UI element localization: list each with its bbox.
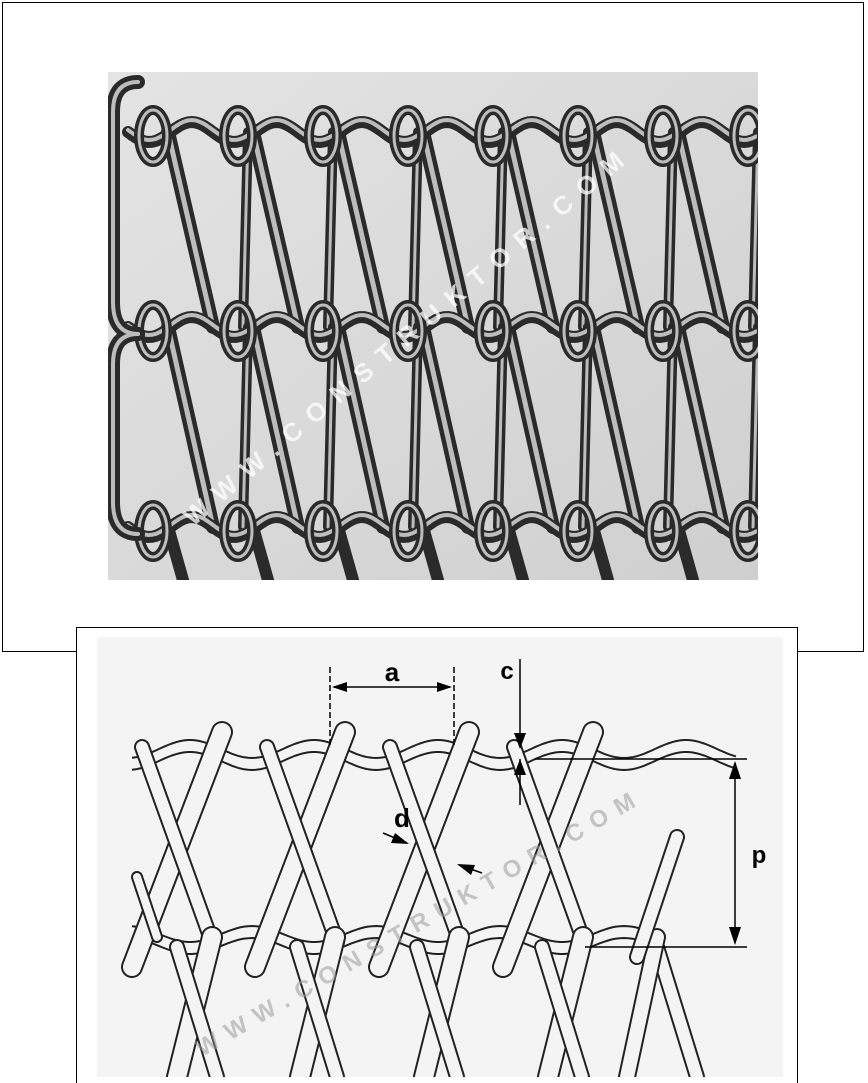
spiral-wire-highlight — [751, 130, 758, 329]
wire-loop-highlight — [477, 108, 509, 164]
label-p: p — [752, 842, 767, 869]
spiral-wire-highlight — [666, 130, 675, 329]
wire-loop-highlight — [477, 503, 509, 559]
label-c: c — [500, 658, 513, 685]
cross-rod-top — [131, 739, 737, 760]
wire-loop-highlight — [307, 108, 339, 164]
mesh-outline — [120, 721, 737, 1077]
wire-loop-highlight — [392, 303, 424, 359]
dimension-d: d — [382, 803, 483, 875]
wire-loop-highlight — [647, 303, 679, 359]
spiral-wire-highlight — [675, 324, 726, 530]
wire-loop-highlight — [392, 108, 424, 164]
wire-loop-highlight — [137, 108, 169, 164]
wire-loop-highlight — [477, 303, 509, 359]
dimension-a: a — [329, 657, 455, 747]
spiral-wire-highlight — [165, 129, 216, 330]
edge-hook-highlight — [111, 332, 140, 536]
dimension-p: p — [585, 761, 767, 948]
spiral-wire-highlight — [420, 324, 471, 530]
wire-loop-highlight — [307, 503, 339, 559]
wire-loop-highlight — [647, 108, 679, 164]
edge-wire — [628, 829, 685, 965]
spiral-wire-highlight — [335, 324, 386, 530]
dimension-c: c — [500, 658, 747, 805]
mesh-wires — [108, 75, 758, 580]
edge-hook-highlight — [111, 80, 140, 336]
spiral-wire-highlight — [666, 325, 675, 529]
cross-rod-top — [131, 751, 737, 772]
spiral-wire-highlight — [250, 324, 301, 530]
edge-wire — [618, 928, 666, 1077]
wire-loop-highlight — [647, 503, 679, 559]
wire-loop-highlight — [222, 108, 254, 164]
spiral-wire-highlight — [590, 129, 641, 330]
spiral-wire-highlight — [335, 129, 386, 330]
spiral-wire-highlight — [496, 325, 505, 529]
spiral-wire-lower-back — [169, 939, 226, 1077]
wire-loop-highlight — [562, 503, 594, 559]
spiral-wire-highlight — [165, 324, 216, 530]
spiral-wire-highlight — [505, 129, 556, 330]
spiral-wire-highlight — [326, 130, 335, 329]
spiral-wire-highlight — [581, 130, 590, 329]
spiral-wire-highlight — [411, 325, 420, 529]
spiral-wire-lower-back — [289, 939, 346, 1077]
wire-loop-highlight — [307, 303, 339, 359]
edge-wire — [131, 871, 164, 943]
spiral-wire-lower-back — [409, 939, 466, 1077]
wire-loop-highlight — [732, 303, 758, 359]
spiral-wire-highlight — [326, 325, 335, 529]
wire-loop-highlight — [222, 303, 254, 359]
spiral-wire-highlight — [675, 129, 726, 330]
spiral-wire-highlight — [241, 325, 250, 529]
mesh-drawing: a c d p WWW.CONSTRUKTOR.COM — [97, 637, 783, 1077]
spiral-wire-highlight — [411, 130, 420, 329]
label-a: a — [385, 657, 400, 687]
label-d: d — [394, 803, 410, 833]
spiral-wire-highlight — [590, 324, 641, 530]
spiral-wire-highlight — [250, 129, 301, 330]
wire-loop-highlight — [562, 303, 594, 359]
wire-loop-highlight — [732, 503, 758, 559]
wire-loop-highlight — [392, 503, 424, 559]
spiral-wire-highlight — [496, 130, 505, 329]
spiral-wire-highlight — [420, 129, 471, 330]
wire-loop-highlight — [562, 108, 594, 164]
spiral-wire-highlight — [505, 324, 556, 530]
mesh-photo: WWW.CONSTRUKTOR.COM — [108, 72, 758, 580]
spiral-wire-lower-back — [534, 939, 591, 1077]
wire-loop-highlight — [222, 503, 254, 559]
wire-loop-highlight — [732, 108, 758, 164]
spiral-wire-highlight — [751, 325, 758, 529]
spiral-wire-highlight — [241, 130, 250, 329]
spiral-wire-highlight — [581, 325, 590, 529]
